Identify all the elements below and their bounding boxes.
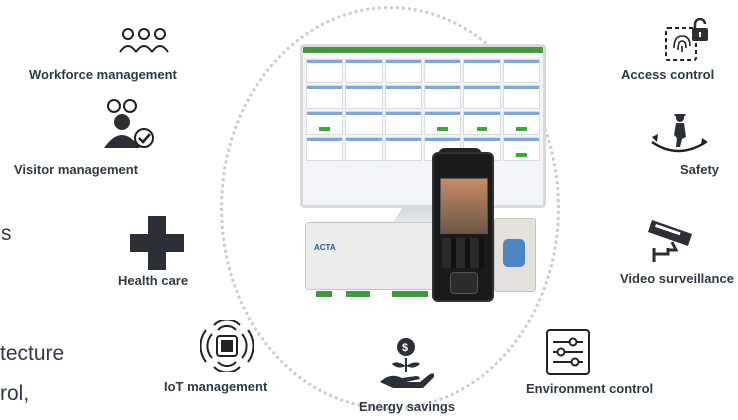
card-reader-device [494,218,536,292]
face-recognition-terminal [432,152,494,302]
dashboard-monitor [300,44,546,208]
dashboard-tile [423,111,462,135]
workforce-label: Workforce management [29,67,177,82]
dashboard-tile [423,85,462,109]
dashboard-tile [384,111,422,135]
dashboard-tile [384,85,422,109]
controller-terminal-block [346,291,370,297]
cut-text-2: tecture [0,342,65,365]
svg-text:$: $ [402,342,408,354]
people-group-icon [118,26,170,61]
rfid-card [503,239,525,267]
energy-controller-device: ACTA [305,222,437,297]
visitor-check-icon [100,96,158,157]
video-label: Video surveillance [620,271,734,286]
visitor-label: Visitor management [14,162,139,177]
environment-label: Environment control [526,381,654,396]
dashboard-tile [306,59,344,83]
energy-label: Energy savings [359,399,456,414]
safety-label: Safety [680,162,720,177]
dashboard-tile [502,85,540,109]
dashboard-tile [345,85,383,109]
sliders-icon [545,328,591,381]
dashboard-tile [502,111,540,135]
controller-logo: ACTA [314,243,336,252]
dashboard-tile [502,59,540,83]
dashboard-tile [384,59,422,83]
dashboard-tile-grid [303,57,543,163]
dashboard-tile [384,137,422,161]
dashboard-tile [306,85,344,109]
iot-chip-icon [199,318,255,377]
hub-dotted-circle [220,6,560,410]
controller-terminal-block [316,291,332,297]
health-label: Health care [118,273,189,288]
dashboard-tile [423,59,462,83]
dashboard-tile [463,85,501,109]
cut-text-3: rol, [0,382,30,405]
dashboard-tile [345,59,383,83]
guard-patrol-icon [648,112,710,161]
controller-terminal-block [392,291,428,297]
cut-text-1: s [1,222,12,245]
dashboard-title-bar [303,53,543,57]
fingerprint-lock-icon [664,17,710,67]
dashboard-tile [345,111,383,135]
dashboard-tile [345,137,383,161]
dashboard-tile [502,137,540,161]
hand-coin-plant-icon: $ [378,336,435,397]
cctv-camera-icon [646,212,696,269]
dashboard-nav-bar [303,47,543,53]
terminal-fingerprint-sensor [450,272,478,294]
terminal-keypad [442,238,484,268]
terminal-face-screen [440,178,488,234]
medical-cross-icon [130,216,184,275]
dashboard-tile [306,111,344,135]
iot-label: IoT management [164,379,268,394]
dashboard-tile [306,137,344,161]
dashboard-tile [463,59,501,83]
access-label: Access control [621,67,715,82]
dashboard-tile [463,111,501,135]
